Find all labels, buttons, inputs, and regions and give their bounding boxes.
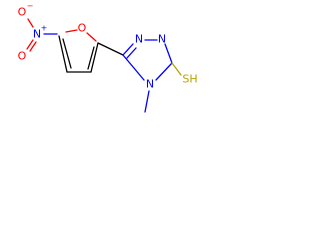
atom-labels: O − N + O O N N N SH [18, 2, 198, 91]
atom-o-nitro-lower: O [18, 50, 27, 63]
bond-c3-n2 [122, 43, 134, 56]
bond-n-o-lower-b [29, 41, 37, 52]
atom-n-triazole-4: N [146, 78, 154, 91]
bond-c4-c5 [58, 35, 68, 73]
triazole-ring [122, 39, 173, 81]
bond-c5-n4 [155, 62, 173, 81]
furan-ring [58, 29, 99, 73]
bond-c5-sh [171, 62, 182, 76]
bond-c4-c5-inner [62, 38, 72, 69]
bond-c2-c3-inner [87, 46, 95, 70]
bond-o1-c2 [86, 32, 97, 42]
atom-o-nitro-upper: O [18, 6, 27, 19]
bond-n1-c5 [164, 43, 173, 64]
molecule-structure: O − N + O O N N N SH [18, 2, 198, 113]
bond-n4-methyl [144, 90, 150, 113]
charge-plus: + [41, 24, 48, 33]
nitro-group [26, 18, 58, 52]
atom-n-triazole-2: N [135, 33, 143, 46]
atom-n-nitro: N [33, 28, 41, 41]
bond-n-o-upper [27, 18, 34, 28]
atom-o-furan: O [78, 22, 87, 35]
bond-n4-c3 [122, 54, 145, 81]
bond-c2-c3 [90, 42, 99, 73]
bond-furan-triazole [97, 42, 124, 56]
bond-c5-o1 [65, 29, 78, 33]
bond-n-o-lower-a [26, 39, 34, 50]
atom-sh: SH [182, 73, 197, 86]
charge-minus: − [27, 2, 34, 11]
atom-n-triazole-1: N [158, 33, 166, 46]
bond-c3-n2-inner [126, 47, 137, 59]
